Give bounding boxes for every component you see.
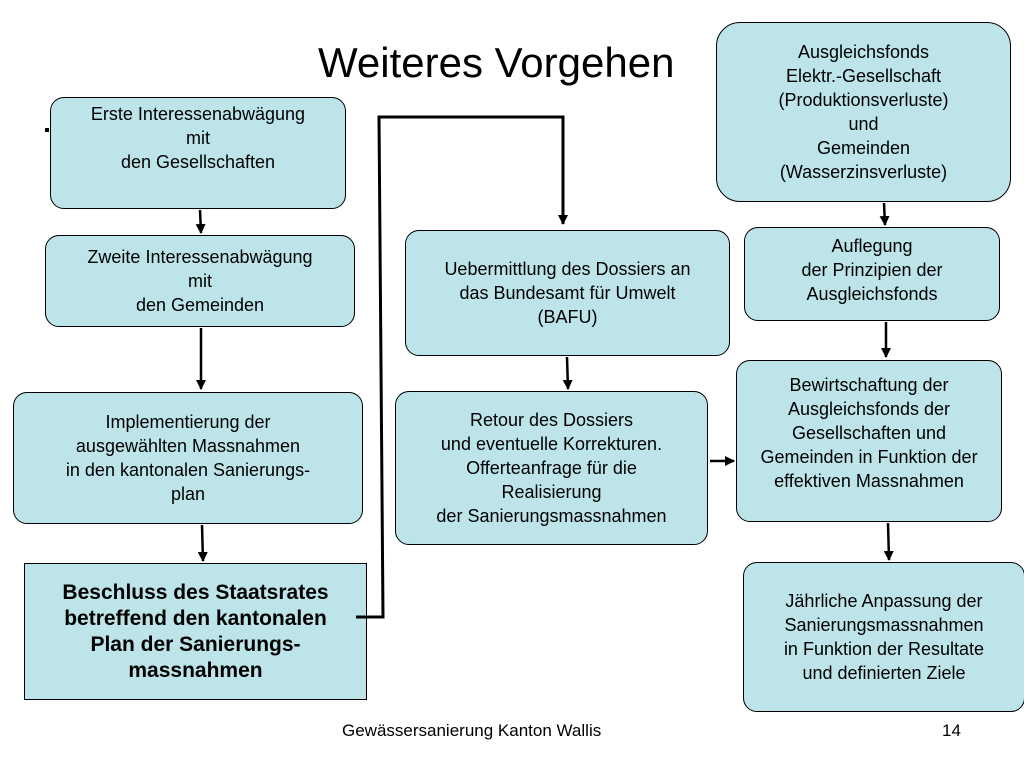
box-line: der Sanierungsmassnahmen bbox=[436, 506, 667, 526]
slide-footer: Gewässersanierung Kanton Wallis bbox=[342, 721, 602, 740]
box-line: Jährliche Anpassung der bbox=[785, 591, 983, 611]
box-line: betreffend den kantonalen bbox=[64, 606, 327, 630]
box-line: Uebermittlung des Dossiers an bbox=[444, 259, 691, 279]
box-line: Beschluss des Staatsrates bbox=[62, 580, 329, 604]
box-line: Plan der Sanierungs- bbox=[90, 632, 301, 656]
box-line: (Produktionsverluste) bbox=[778, 90, 949, 110]
box-line: effektiven Massnahmen bbox=[774, 471, 964, 491]
box-implementierung: Implementierung der ausgewählten Massnah… bbox=[13, 392, 363, 524]
arrow-b1-b2 bbox=[195, 209, 206, 234]
box-line: mit bbox=[188, 271, 212, 291]
box-line: Realisierung bbox=[501, 482, 602, 502]
box-uebermittlung-bafu: Uebermittlung des Dossiers an das Bundes… bbox=[405, 230, 730, 356]
box-line: Gemeinden bbox=[816, 138, 911, 158]
arrow-b9-b10 bbox=[883, 522, 894, 561]
box-ausgleichsfonds: Ausgleichsfonds Elektr.-Gesellschaft (Pr… bbox=[716, 22, 1011, 202]
box-line: Retour des Dossiers bbox=[469, 410, 634, 430]
box-zweite-interessenabwaegung: Zweite Interessenabwägung mit den Gemein… bbox=[45, 235, 355, 327]
box-line: Zweite Interessenabwägung bbox=[87, 247, 313, 267]
box-retour-dossiers: Retour des Dossiers und eventuelle Korre… bbox=[395, 391, 708, 545]
box-line: massnahmen bbox=[128, 658, 263, 682]
box-line: Bewirtschaftung der bbox=[789, 375, 949, 395]
box-erste-interessenabwaegung: Erste Interessenabwägung mit den Gesells… bbox=[50, 97, 346, 209]
box-line: (Wasserzinsverluste) bbox=[779, 162, 948, 182]
box-line: in den kantonalen Sanierungs- bbox=[65, 460, 311, 480]
arrow-b3-b4 bbox=[197, 524, 208, 562]
bullet-mark bbox=[45, 128, 49, 132]
box-line: Ausgleichsfonds bbox=[806, 284, 938, 304]
box-line: und definierten Ziele bbox=[802, 663, 966, 683]
box-line: Offerteanfrage für die bbox=[466, 458, 637, 478]
page-number: 14 bbox=[942, 721, 961, 740]
box-line: (BAFU) bbox=[537, 307, 598, 327]
box-line: und eventuelle Korrekturen. bbox=[440, 434, 663, 454]
box-bewirtschaftung: Bewirtschaftung der Ausgleichsfonds der … bbox=[736, 360, 1002, 522]
box-line: Implementierung der bbox=[105, 412, 271, 432]
box-line: Gesellschaften und bbox=[791, 423, 947, 443]
box-line: mit bbox=[186, 128, 210, 148]
arrow-b5-b6 bbox=[562, 356, 573, 390]
box-line: Auflegung bbox=[831, 236, 913, 256]
box-line: das Bundesamt für Umwelt bbox=[459, 283, 676, 303]
box-line: Ausgleichsfonds bbox=[797, 42, 930, 62]
box-line: Erste Interessenabwägung bbox=[90, 104, 306, 124]
slide-title: Weiteres Vorgehen bbox=[318, 39, 675, 86]
box-line: der Prinzipien der bbox=[801, 260, 943, 280]
box-auflegung-prinzipien: Auflegung der Prinzipien der Ausgleichsf… bbox=[744, 227, 1000, 321]
box-line: den Gemeinden bbox=[135, 295, 265, 315]
connector-b4-b5 bbox=[356, 115, 568, 619]
box-line: Elektr.-Gesellschaft bbox=[785, 66, 942, 86]
box-line: und bbox=[848, 114, 879, 134]
box-jaehrliche-anpassung: Jährliche Anpassung der Sanierungsmassna… bbox=[743, 562, 1024, 712]
box-line: Sanierungsmassnahmen bbox=[784, 615, 984, 635]
box-line: plan bbox=[170, 484, 206, 504]
box-line: den Gesellschaften bbox=[120, 152, 276, 172]
arrow-b7-b8 bbox=[879, 202, 890, 226]
box-line: ausgewählten Massnahmen bbox=[75, 436, 301, 456]
box-line: Gemeinden in Funktion der bbox=[760, 447, 978, 467]
box-beschluss-staatsrat: Beschluss des Staatsrates betreffend den… bbox=[24, 563, 367, 700]
box-line: in Funktion der Resultate bbox=[783, 639, 985, 659]
box-line: Ausgleichsfonds der bbox=[787, 399, 951, 419]
